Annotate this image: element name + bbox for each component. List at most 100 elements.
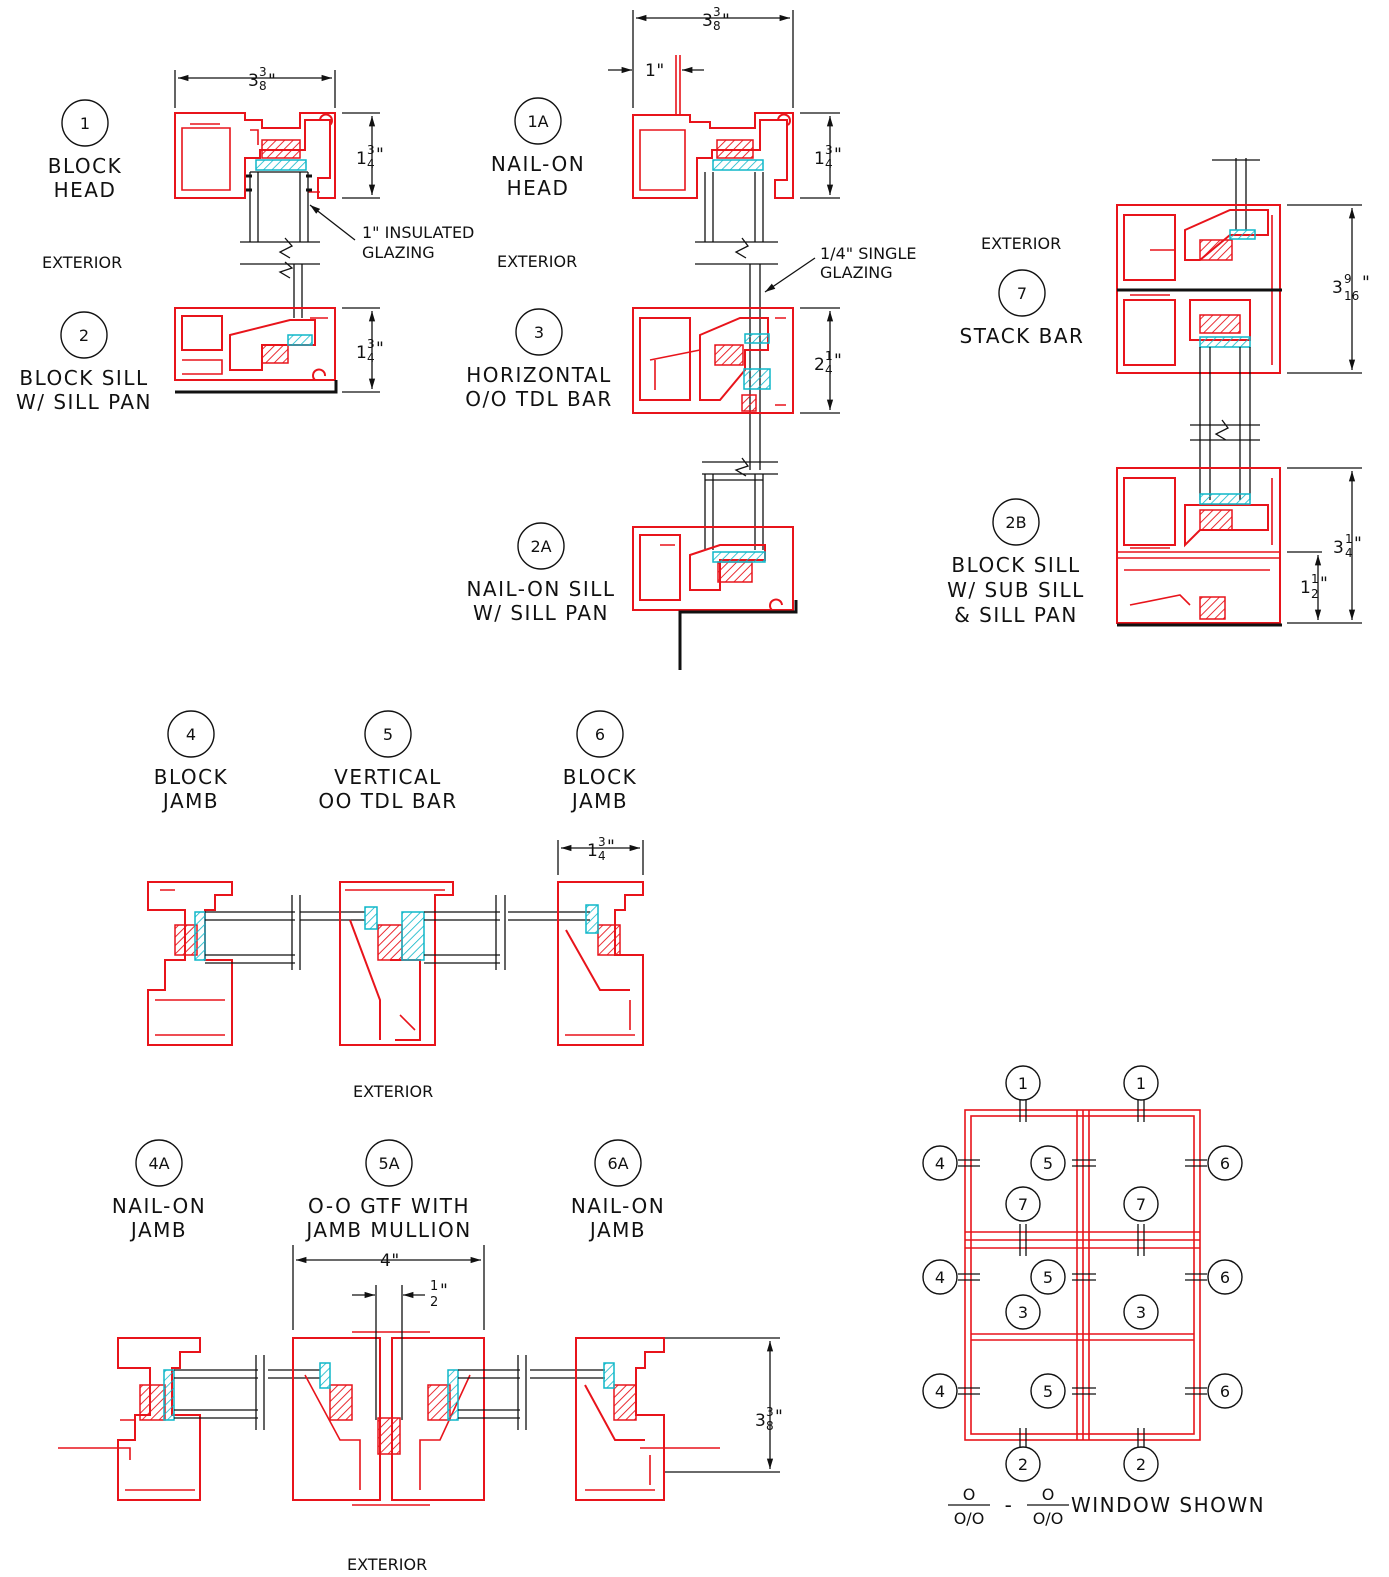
svg-text:": " xyxy=(440,1281,448,1301)
svg-text:HEAD: HEAD xyxy=(507,176,570,200)
svg-text:": " xyxy=(1320,574,1328,594)
svg-text:3: 3 xyxy=(702,11,713,31)
svg-text:": " xyxy=(1362,273,1370,293)
callout-rjamb-bot: 6 xyxy=(1220,1382,1230,1401)
callout-mullion-mid: 5 xyxy=(1043,1268,1053,1287)
svg-text:1: 1 xyxy=(825,349,833,363)
dim-4-inch: 4" xyxy=(380,1251,400,1271)
svg-text:": " xyxy=(268,71,276,91)
callout-jamb-top: 4 xyxy=(935,1154,945,1173)
dim-338-d1: 3 3 8 " xyxy=(248,65,276,93)
detail-7-stack-bar: EXTERIOR 7 STACK BAR xyxy=(960,158,1362,500)
svg-text:1A: 1A xyxy=(527,112,548,131)
svg-text:1: 1 xyxy=(356,149,367,169)
svg-text:& SILL PAN: & SILL PAN xyxy=(954,603,1078,627)
head-frame-profile xyxy=(174,112,336,199)
svg-text:1: 1 xyxy=(1311,572,1319,586)
detail-6-block-jamb: 6 BLOCK JAMB xyxy=(508,710,644,1046)
svg-text:": " xyxy=(834,351,842,371)
svg-text:": " xyxy=(722,11,730,31)
svg-text:3: 3 xyxy=(534,323,544,342)
svg-text:1: 1 xyxy=(587,841,598,861)
svg-text:8: 8 xyxy=(259,79,267,93)
exterior-label: EXTERIOR xyxy=(42,253,122,272)
svg-text:4: 4 xyxy=(367,351,375,365)
svg-text:3: 3 xyxy=(259,65,267,79)
svg-text:STACK BAR: STACK BAR xyxy=(960,324,1085,348)
svg-text:8: 8 xyxy=(713,19,721,33)
svg-text:3: 3 xyxy=(1332,278,1343,298)
svg-text:BLOCK: BLOCK xyxy=(154,765,228,789)
callout-stack-left: 7 xyxy=(1018,1195,1028,1214)
note-insulated-glazing: 1" INSULATED GLAZING xyxy=(309,204,474,262)
dim-3916-d7: 3 9 16 " xyxy=(1332,272,1370,303)
svg-text:NAIL-ON: NAIL-ON xyxy=(571,1194,665,1218)
detail-bubble xyxy=(61,99,109,147)
detail-5-vertical-tdl-bar: 5 VERTICAL OO TDL BAR xyxy=(300,710,506,1046)
dim-134-d1a: 1 3 4 " xyxy=(814,143,842,171)
svg-text:7: 7 xyxy=(1017,284,1027,303)
svg-text:W/ SILL PAN: W/ SILL PAN xyxy=(473,601,609,625)
svg-text:2: 2 xyxy=(430,1295,438,1310)
svg-text:3: 3 xyxy=(713,5,721,19)
dim-338-d5a: 3 3 8 " xyxy=(755,1405,783,1433)
svg-text:2: 2 xyxy=(814,355,825,375)
svg-text:W/ SUB SILL: W/ SUB SILL xyxy=(947,578,1085,602)
svg-text:W/ SILL PAN: W/ SILL PAN xyxy=(16,390,152,414)
svg-text:JAMB: JAMB xyxy=(161,789,219,813)
svg-text:BLOCK SILL: BLOCK SILL xyxy=(19,366,148,390)
svg-text:3: 3 xyxy=(367,337,375,351)
svg-text:1" INSULATED: 1" INSULATED xyxy=(362,223,474,242)
svg-text:GLAZING: GLAZING xyxy=(820,263,893,282)
svg-text:3: 3 xyxy=(1333,538,1344,558)
detail-number: 1 xyxy=(80,114,90,133)
dim-112-d2b: 1 1 2 " xyxy=(1300,572,1328,601)
detail-4-block-jamb: 4 BLOCK JAMB xyxy=(147,710,301,1046)
svg-text:1: 1 xyxy=(814,149,825,169)
svg-text:4: 4 xyxy=(825,363,833,377)
svg-text:HORIZONTAL: HORIZONTAL xyxy=(466,363,611,387)
svg-text:1: 1 xyxy=(430,1279,438,1294)
svg-text:": " xyxy=(1354,534,1362,554)
svg-text:": " xyxy=(376,339,384,359)
dim-1-inch: 1" xyxy=(645,61,665,81)
svg-text:2A: 2A xyxy=(530,537,551,556)
callout-rjamb-top: 6 xyxy=(1220,1154,1230,1173)
svg-text:3: 3 xyxy=(248,71,259,91)
callout-head-left: 1 xyxy=(1018,1074,1028,1093)
svg-text:O: O xyxy=(1042,1485,1055,1504)
callout-sill-right: 2 xyxy=(1136,1455,1146,1474)
svg-text:5A: 5A xyxy=(378,1154,399,1173)
note-single-glazing: 1/4" SINGLE GLAZING xyxy=(764,244,916,293)
dim-134-d6: 1 3 4 " xyxy=(587,835,615,863)
exterior-label: EXTERIOR xyxy=(981,234,1061,253)
svg-text:4: 4 xyxy=(186,725,196,744)
detail-4a-nail-on-jamb: 4A NAIL-ON JAMB xyxy=(58,1139,265,1501)
svg-text:8: 8 xyxy=(766,1419,774,1433)
svg-text:1: 1 xyxy=(1300,578,1311,598)
svg-text:2B: 2B xyxy=(1005,513,1026,532)
svg-text:1/4" SINGLE: 1/4" SINGLE xyxy=(820,244,916,263)
svg-text:2: 2 xyxy=(79,326,89,345)
window-elevation-key: 1 1 4 5 6 7 7 4 5 6 3 3 4 5 6 2 2 xyxy=(922,1065,1243,1482)
dim-134-d1: 1 3 4 " xyxy=(356,143,384,171)
svg-text:O: O xyxy=(963,1485,976,1504)
detail-2b-block-sill-sub-sill: 2B BLOCK SILL W/ SUB SILL & SILL PAN xyxy=(947,467,1362,627)
callout-mullion-bot: 5 xyxy=(1043,1382,1053,1401)
elevation-caption: O O/O - O O/O WINDOW SHOWN xyxy=(948,1485,1264,1528)
svg-text:16: 16 xyxy=(1344,289,1359,303)
exterior-label: EXTERIOR xyxy=(353,1082,433,1101)
detail-6a-nail-on-jamb: 6A NAIL-ON JAMB xyxy=(530,1139,720,1501)
detail-title-line1: BLOCK xyxy=(48,154,122,178)
dim-134-d2: 1 3 4 " xyxy=(356,337,384,365)
dim-338-d1a: 3 3 8 " xyxy=(702,5,730,33)
svg-text:GLAZING: GLAZING xyxy=(362,243,435,262)
callout-mullion-top: 5 xyxy=(1043,1154,1053,1173)
svg-text:JAMB: JAMB xyxy=(129,1218,187,1242)
callout-tdl-left: 3 xyxy=(1018,1303,1028,1322)
svg-text:O-O GTF WITH: O-O GTF WITH xyxy=(308,1194,470,1218)
svg-text:JAMB: JAMB xyxy=(570,789,628,813)
svg-text:": " xyxy=(607,837,615,857)
svg-text:6: 6 xyxy=(595,725,605,744)
